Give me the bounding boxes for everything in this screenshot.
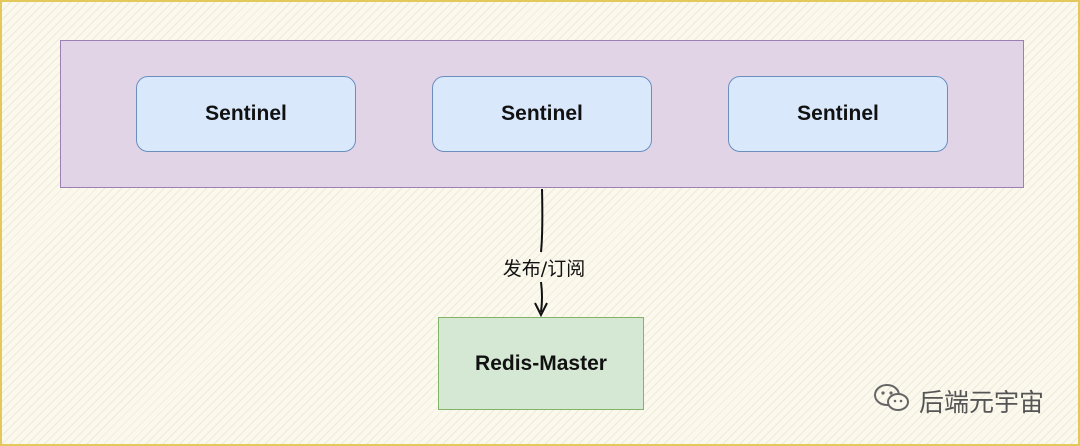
watermark-text: 后端元宇宙 xyxy=(918,388,1044,417)
sentinel-node-1: Sentinel xyxy=(136,76,356,152)
edge-label: 发布/订阅 xyxy=(502,258,586,280)
arrow-head xyxy=(534,302,548,318)
sentinel-node-3: Sentinel xyxy=(728,76,948,152)
wechat-icon xyxy=(873,382,911,420)
watermark: 后端元宇宙 xyxy=(873,382,1044,420)
sentinel-node-2: Sentinel xyxy=(432,76,652,152)
pubsub-arrow xyxy=(540,188,544,313)
redis-master-node: Redis-Master xyxy=(438,317,644,410)
